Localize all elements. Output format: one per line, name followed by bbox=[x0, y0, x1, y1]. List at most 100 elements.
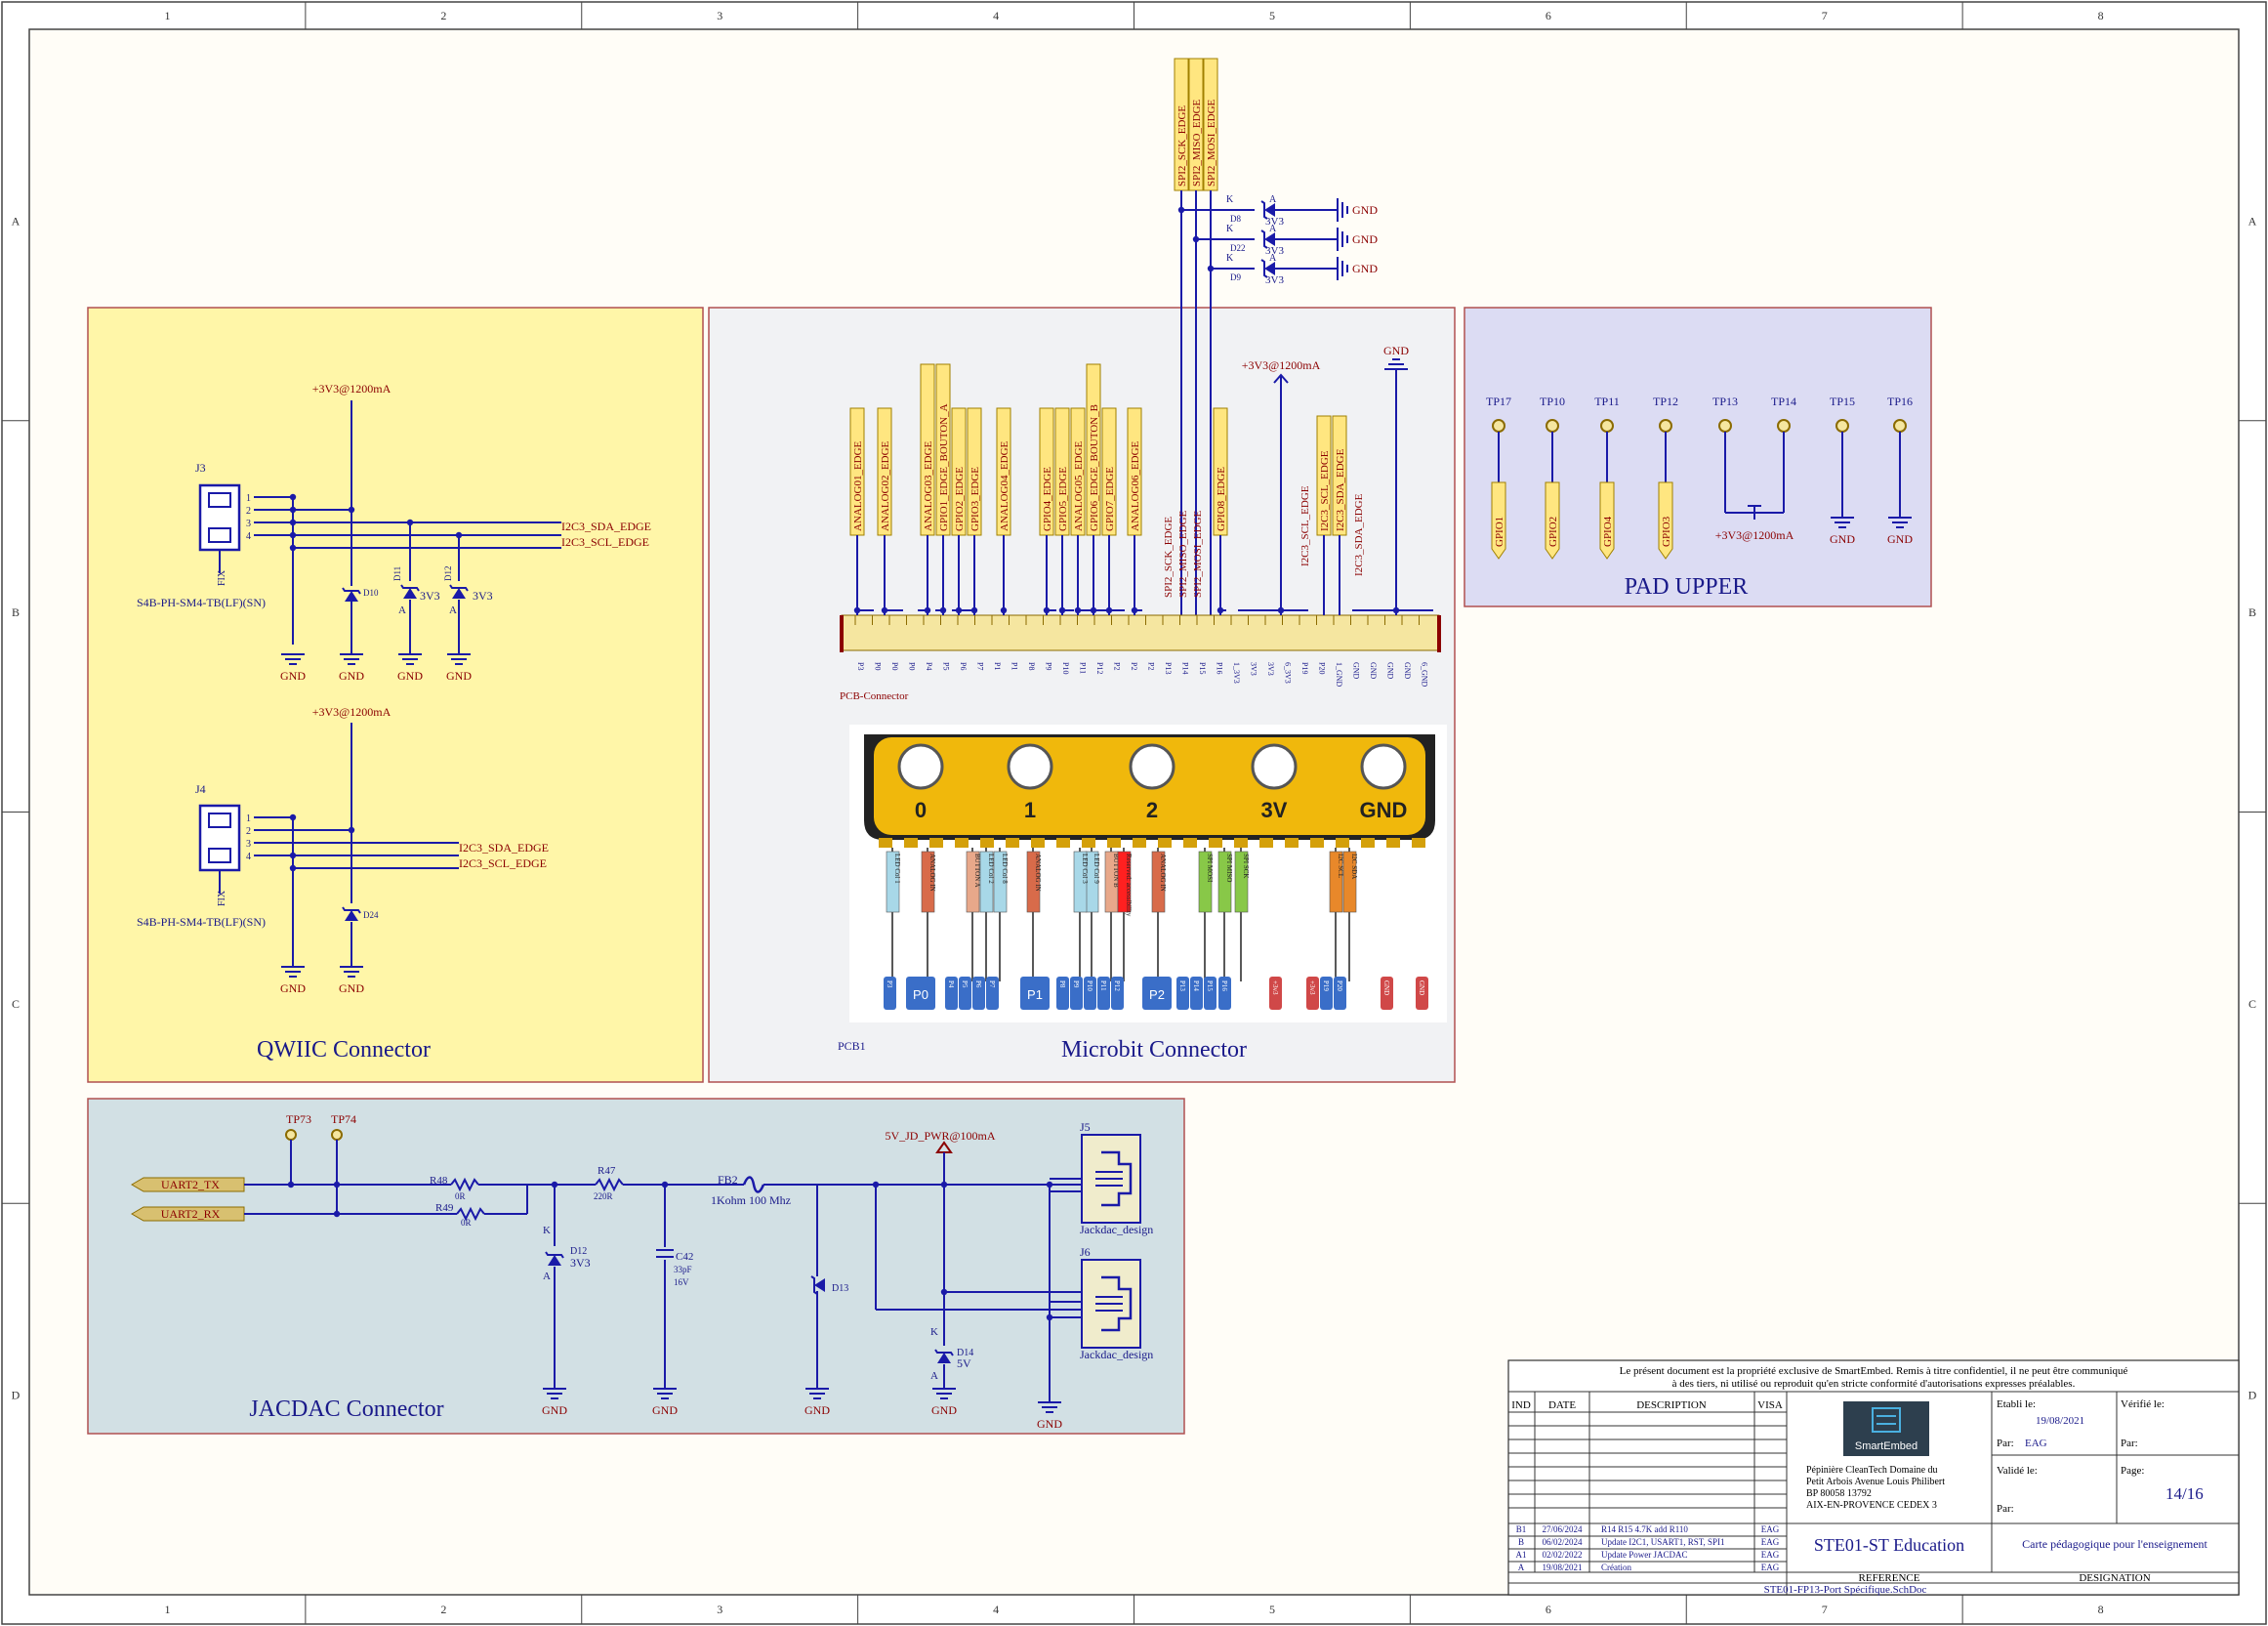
pad-panel bbox=[1464, 307, 1932, 607]
mb-spi-text: SPI2_MOSI_EDGE bbox=[1192, 510, 1204, 598]
j4-part: S4B-PH-SM4-TB(LF)(SN) bbox=[137, 915, 266, 929]
board-pin-tag bbox=[1070, 977, 1083, 1010]
junction-dot bbox=[289, 813, 297, 821]
page-label: Page: bbox=[2121, 1465, 2144, 1477]
r47 bbox=[595, 1177, 624, 1192]
board-edge-finger bbox=[955, 838, 969, 848]
d10 bbox=[345, 591, 358, 602]
spi-gnd: GND bbox=[1352, 203, 1378, 217]
j3-part: S4B-PH-SM4-TB(LF)(SN) bbox=[137, 596, 266, 609]
qwiic-gnd: GND bbox=[446, 669, 472, 683]
qwiic-gnd: GND bbox=[280, 669, 306, 683]
rev-ind: A1 bbox=[1516, 1550, 1527, 1560]
pcb-pin-name: P16 bbox=[1216, 662, 1224, 674]
qwiic-gnd: GND bbox=[339, 981, 364, 995]
spi-top-label: SPI2_MOSI_EDGE bbox=[1206, 99, 1217, 187]
zone-col-top: 5 bbox=[1269, 9, 1275, 22]
uart-port-label: UART2_TX bbox=[161, 1178, 220, 1191]
j5-part: Jackdac_design bbox=[1080, 1223, 1153, 1236]
spi-diode-1-bar bbox=[1260, 229, 1268, 249]
jd-pwr: 5V_JD_PWR@100mA bbox=[885, 1129, 995, 1143]
mb-pwr-arrow bbox=[1273, 373, 1289, 384]
j6-ref: J6 bbox=[1080, 1245, 1091, 1259]
d14-bar bbox=[934, 1349, 954, 1356]
pcb-pin-name: P13 bbox=[1164, 662, 1173, 674]
tp74-pad bbox=[331, 1129, 343, 1141]
d14-k: K bbox=[930, 1326, 938, 1338]
board-pin-tag bbox=[1381, 977, 1393, 1010]
tp-label: TP12 bbox=[1653, 395, 1678, 408]
board-pad-hole bbox=[1360, 743, 1407, 790]
board-pad-label: 3V bbox=[1261, 798, 1288, 822]
board-tag-text: LED Col 3 bbox=[1081, 854, 1089, 884]
board-pin-tag bbox=[884, 977, 896, 1010]
board-tag bbox=[993, 851, 1008, 913]
qwiic-sda-1: I2C3_SDA_EDGE bbox=[561, 520, 651, 533]
tp-pad bbox=[1718, 419, 1732, 433]
junction-dot bbox=[289, 864, 297, 872]
rev-visa: EAG bbox=[1761, 1550, 1780, 1560]
board-edge-finger bbox=[1082, 838, 1095, 848]
jd-d12-k: K bbox=[543, 1225, 551, 1236]
board-tag-text: I2C SCL bbox=[1337, 854, 1344, 878]
board-edge-finger bbox=[929, 838, 943, 848]
page-val: 14/16 bbox=[2165, 1484, 2204, 1503]
board-pin-text: P6 bbox=[974, 980, 982, 988]
rev-ind: A bbox=[1518, 1563, 1525, 1572]
pcb-connector-caption: PCB-Connector bbox=[840, 690, 909, 702]
board-pin-text: P8 bbox=[1058, 980, 1066, 988]
j4-ref: J4 bbox=[195, 782, 206, 796]
board-tag bbox=[886, 851, 900, 913]
spi-diode-2-bar bbox=[1260, 259, 1268, 278]
pcb-pin-name: GND bbox=[1369, 662, 1378, 680]
fb2-val: 1Kohm 100 Mhz bbox=[711, 1193, 791, 1207]
pcb-pin-name: P12 bbox=[1095, 662, 1104, 674]
zone-row-left: B bbox=[12, 605, 20, 619]
junction-dot bbox=[1131, 606, 1138, 614]
board-pin-tag bbox=[972, 977, 985, 1010]
c42-ref: C42 bbox=[676, 1251, 693, 1263]
pad-net-label: GPIO2 bbox=[1547, 517, 1559, 547]
address-4: AIX-EN-PROVENCE CEDEX 3 bbox=[1806, 1500, 1937, 1511]
j6-part: Jackdac_design bbox=[1080, 1348, 1153, 1361]
board-pin-tag bbox=[1204, 977, 1216, 1010]
board-tag bbox=[1217, 851, 1232, 913]
board-pin-tag bbox=[1020, 977, 1050, 1010]
zone-col-bottom: 1 bbox=[164, 1603, 170, 1616]
j3-tab bbox=[208, 492, 231, 508]
junction-dot bbox=[939, 606, 947, 614]
mb-net-label: GPIO5_EDGE bbox=[1057, 467, 1069, 531]
board-tag-text: Reserved: accessibility bbox=[1125, 854, 1133, 917]
tp-pad bbox=[1546, 419, 1559, 433]
jacdac-panel bbox=[87, 1098, 1185, 1435]
zone-row-right: A bbox=[2248, 214, 2257, 228]
board-edge-finger bbox=[1158, 838, 1172, 848]
board-pad-label: 0 bbox=[915, 798, 927, 822]
mb-net-label: GPIO7_EDGE bbox=[1104, 467, 1116, 531]
zone-col-bottom: 8 bbox=[2098, 1603, 2104, 1616]
board-tag-text: SPI MOSI bbox=[1206, 854, 1214, 883]
board-pin-text: P13 bbox=[1178, 980, 1186, 991]
board-pin-tag bbox=[1056, 977, 1069, 1010]
junction-dot bbox=[1216, 606, 1224, 614]
j4-tab bbox=[208, 848, 231, 863]
junction-dot bbox=[1074, 606, 1082, 614]
qwiic-gnd: GND bbox=[397, 669, 423, 683]
board-pin-text: P0 bbox=[913, 987, 928, 1002]
board-pin-text: P5 bbox=[961, 980, 969, 988]
uart-port-label: UART2_RX bbox=[161, 1207, 221, 1221]
junction-dot bbox=[970, 606, 978, 614]
d12 bbox=[452, 588, 466, 599]
j3-body bbox=[198, 483, 241, 552]
mb-net-label: GPIO4_EDGE bbox=[1042, 467, 1053, 531]
mb-net-label: ANALOG05_EDGE bbox=[1073, 440, 1085, 531]
junction-dot bbox=[881, 606, 888, 614]
jd-d12 bbox=[548, 1255, 561, 1266]
zone-col-bottom: 4 bbox=[993, 1603, 999, 1616]
mb-net-label: GPIO2_EDGE bbox=[954, 467, 966, 531]
board-edge-finger bbox=[1056, 838, 1070, 848]
board-pad-label: 1 bbox=[1024, 798, 1036, 822]
board-tag bbox=[1329, 851, 1343, 913]
spi-diode-a: A bbox=[1269, 194, 1277, 205]
